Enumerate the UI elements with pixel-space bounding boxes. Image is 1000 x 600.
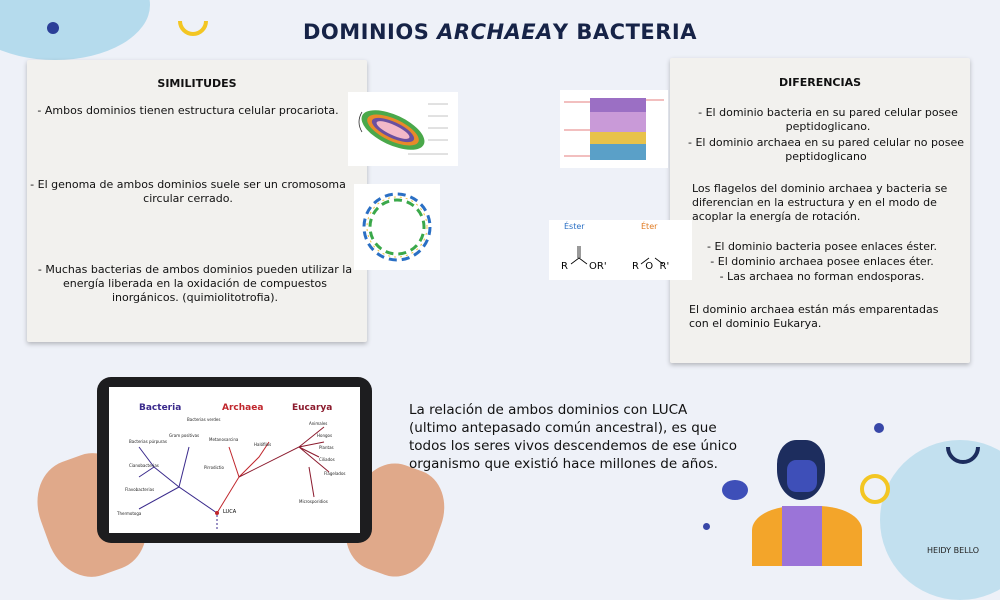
diferencias-card: DIFERENCIAS - El dominio bacteria en su … [670, 58, 970, 363]
similitudes-item-2: - El genoma de ambos dominios suele ser … [30, 178, 346, 205]
decor-dot-blue-right [874, 423, 884, 433]
tree-branch-label: Thermotoga [117, 511, 142, 516]
decor-arc-navy [946, 447, 980, 464]
diferencias-item-4a: - El dominio bacteria posee enlaces éste… [706, 240, 938, 253]
character-illustration [722, 440, 872, 566]
tree-branch-label: Bacterias púrpuras [129, 439, 167, 444]
tree-branch-label: Flavobacterias [125, 487, 155, 492]
tree-branch-label: Flagelados [324, 471, 346, 476]
diferencias-item-1: - El dominio bacteria en su pared celula… [698, 106, 958, 133]
decor-dot-blue [47, 22, 59, 34]
similitudes-card: SIMILITUDES - Ambos dominios tienen estr… [27, 60, 367, 342]
similitudes-heading: SIMILITUDES [157, 77, 237, 90]
author-signature: HEIDY BELLO [927, 546, 980, 555]
tree-bacteria-label: Bacteria [139, 403, 182, 413]
tree-branch-label: Cianobacterias [129, 463, 159, 468]
diferencias-item-4c: - Las archaea no forman endosporas. [719, 270, 925, 283]
tree-branch-label: Hongos [317, 433, 333, 438]
diferencias-item-3: Los flagelos del dominio archaea y bacte… [692, 182, 948, 223]
similitudes-item-3: - Muchas bacterias de ambos dominios pue… [37, 263, 353, 304]
diferencias-item-2: - El dominio archaea en su pared celular… [687, 136, 964, 163]
phylogenetic-tree: Bacteria Archaea Eucarya LUCA Bacterias … [109, 387, 360, 533]
tablet-device: Bacteria Archaea Eucarya LUCA Bacterias … [97, 377, 372, 543]
tree-eucarya-label: Eucarya [292, 403, 333, 413]
similitudes-item-1: - Ambos dominios tienen estructura celul… [37, 104, 339, 117]
ester-label: Éster [564, 222, 585, 231]
page-title: DOMINIOS ARCHAEAY BACTERIA [302, 20, 698, 44]
ester-formula-or: OR' [589, 261, 607, 272]
cell-wall-diagram [560, 90, 668, 168]
diferencias-heading: DIFERENCIAS [778, 76, 862, 89]
tree-branch-label: Gram positivas [169, 433, 200, 438]
tree-branch-label: Bacterias verdes [187, 417, 221, 422]
diferencias-item-5: El dominio archaea están más emparentada… [689, 303, 939, 330]
tree-branch-label: Animales [309, 421, 328, 426]
ether-label: Éter [641, 222, 658, 231]
tree-branch-label: Halófilos [254, 442, 272, 447]
tree-archaea-label: Archaea [222, 403, 264, 413]
tree-branch-label: Microsporidios [299, 499, 328, 504]
tree-luca-label: LUCA [223, 509, 237, 515]
tree-branch-label: Plantas [319, 445, 334, 450]
decor-blob-bottomright [880, 440, 1000, 600]
luca-relation-text: La relación de ambos dominios con LUCA (… [409, 402, 738, 472]
diferencias-item-4b: - El dominio archaea posee enlaces éter. [710, 255, 934, 268]
bacterium-cell-diagram [348, 92, 458, 166]
tree-branch-label: Ciliados [319, 457, 335, 462]
ester-ether-bonds-diagram: Éster Éter R OR' R O R' [549, 220, 692, 280]
decor-dot-small [703, 523, 710, 530]
decor-ring-yellow-right [860, 474, 890, 504]
ester-formula-r: R [561, 261, 568, 272]
circular-dna-diagram [354, 184, 440, 270]
tree-branch-label: Pirrodictio [204, 465, 224, 470]
ether-formula: R O R' [632, 261, 670, 272]
tree-branch-label: Metanosarcina [209, 437, 239, 442]
